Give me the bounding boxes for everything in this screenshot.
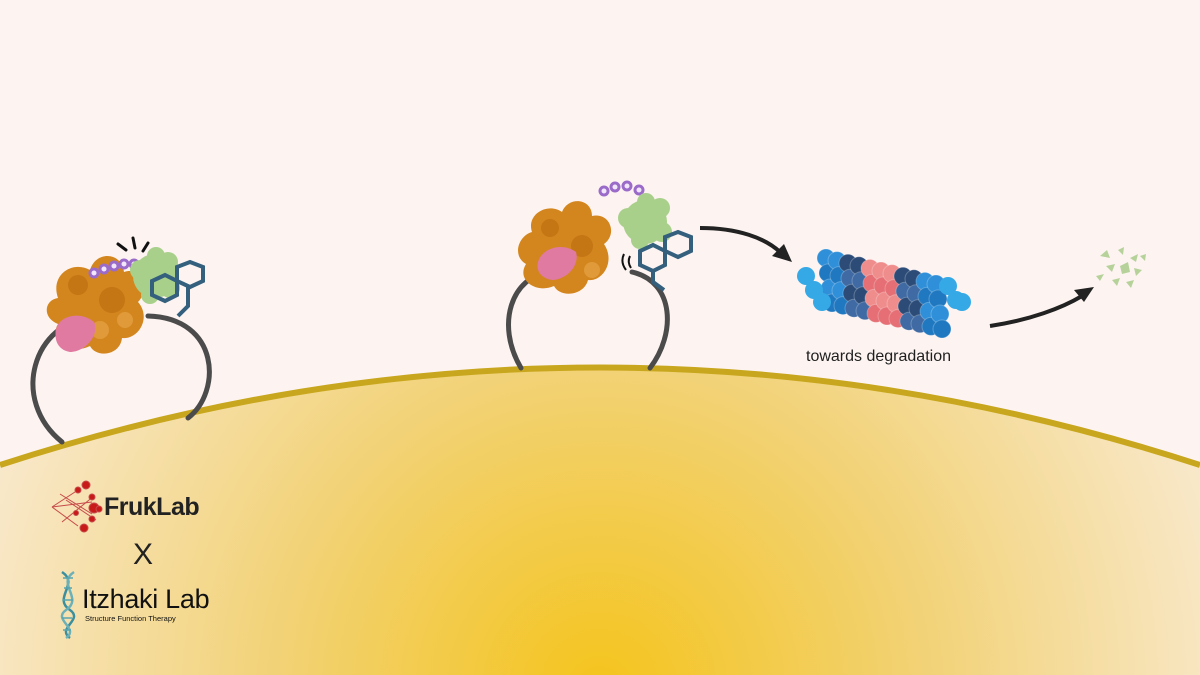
motion-marks-middle: [621, 253, 632, 271]
itzhaki-tagline: Structure Function Therapy: [85, 614, 176, 623]
proteasome-cap-subunit: [953, 293, 971, 311]
peptide-fragments: [1096, 247, 1146, 288]
cell-membrane-line: [0, 364, 1200, 468]
proteasome: [797, 248, 971, 339]
fruklab-logo-text: FrukLab: [104, 493, 200, 521]
fruklab-network-icon: [51, 480, 103, 533]
cell-surface: [0, 367, 1200, 675]
scene-bound-complex: [30, 236, 212, 445]
proteasome-cap-subunit: [813, 293, 831, 311]
binding-site-middle: [537, 247, 577, 280]
linker-left: [150, 259, 205, 318]
logo-separator: X: [133, 538, 154, 571]
proteasome-cap-subunit: [939, 277, 957, 295]
e3-ligase-left: [130, 247, 180, 304]
ubiquitin-chain-middle: [598, 180, 645, 197]
membrane-loop-middle: [506, 269, 670, 371]
e3-ligase-middle: [618, 193, 672, 249]
degradation-caption: towards degradation: [806, 348, 951, 365]
itzhaki-logo-text: Itzhaki Lab: [82, 584, 210, 614]
proteasome-cap-subunit: [797, 267, 815, 285]
arrow-to-fragments: [989, 287, 1094, 328]
linker-middle: [638, 229, 693, 292]
scene-released-complex: [506, 180, 693, 371]
proteasome-subunit: [932, 319, 952, 339]
itzhaki-dna-icon: [60, 570, 76, 640]
arrow-to-proteasome: [699, 226, 792, 262]
binding-site-left: [55, 315, 96, 352]
contact-marks-left: [116, 236, 150, 253]
